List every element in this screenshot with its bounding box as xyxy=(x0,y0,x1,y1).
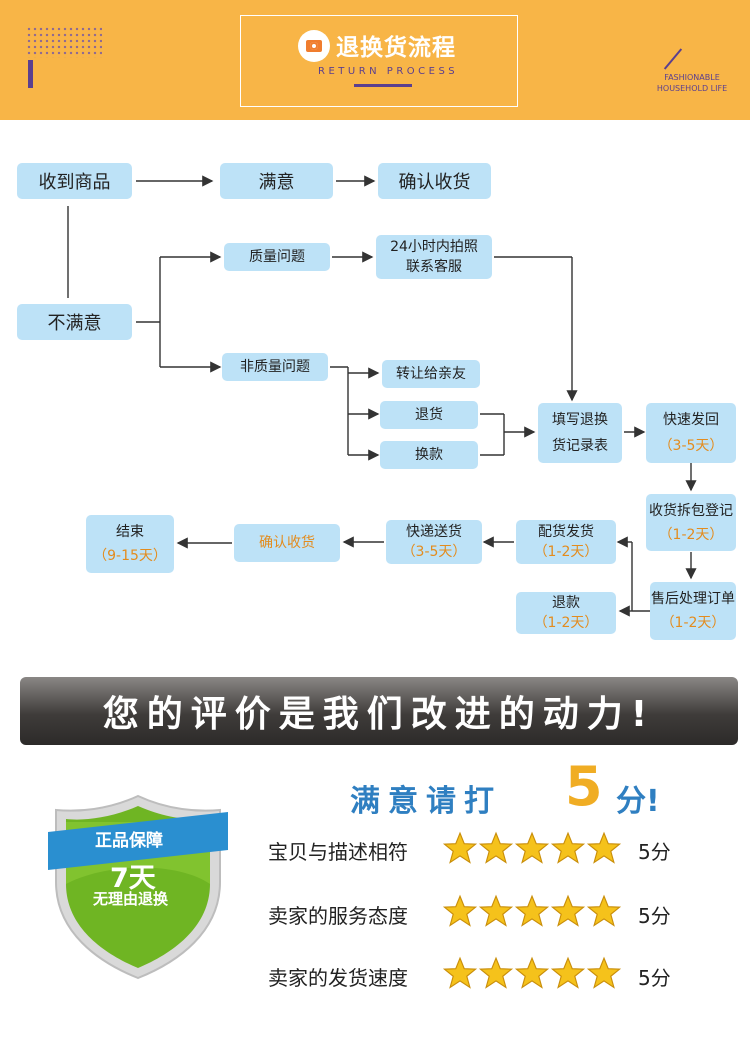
header-bar: 退换货流程 RETURN PROCESS FASHIONABLE HOUSEHO… xyxy=(0,0,750,120)
rating-stars-description xyxy=(442,831,622,865)
step-transfer: 转让给亲友 xyxy=(382,360,480,388)
accent-bar xyxy=(28,60,33,88)
step-exchange: 换款 xyxy=(380,441,478,469)
step-receive-register: 收货拆包登记 （1-2天） xyxy=(646,494,736,551)
rating-prompt-prefix: 满意请打 xyxy=(350,784,502,819)
star-icon xyxy=(586,831,622,864)
star-icon xyxy=(514,894,550,927)
end-line-1: 结束 xyxy=(116,524,144,540)
feedback-banner: 您的评价是我们改进的动力! xyxy=(20,677,738,745)
step-transfer-label: 转让给亲友 xyxy=(396,366,466,382)
receive-line-1: 收货拆包登记 xyxy=(649,502,733,519)
brand-line-2: HOUSEHOLD LIFE xyxy=(656,84,728,93)
shield-line-2: 7天 xyxy=(110,863,156,894)
receive-line-2: （1-2天） xyxy=(658,526,724,543)
step-confirm-top-label: 确认收货 xyxy=(398,172,471,193)
contact-line-2: 联系客服 xyxy=(406,259,462,275)
rating-score-service: 5分 xyxy=(638,904,671,928)
step-satisfied-label: 满意 xyxy=(258,172,295,193)
star-icon xyxy=(550,894,586,927)
end-line-2: （9-15天） xyxy=(93,548,167,564)
star-icon xyxy=(478,894,514,927)
flow-connectors xyxy=(67,175,697,617)
page-subtitle: RETURN PROCESS xyxy=(318,66,459,77)
rating-label-description: 宝贝与描述相符 xyxy=(268,840,408,864)
step-received-label: 收到商品 xyxy=(38,172,111,193)
step-confirm-bottom: 确认收货 xyxy=(234,524,340,562)
dot-pattern xyxy=(26,26,102,58)
express-line-1: 快递送货 xyxy=(406,524,462,540)
step-contact-service: 24小时内拍照 联系客服 xyxy=(376,235,492,279)
restock-line-2: （1-2天） xyxy=(533,544,599,560)
rating-label-shipping: 卖家的发货速度 xyxy=(268,966,408,990)
refund-line-1: 退款 xyxy=(552,595,580,611)
page-title: 退换货流程 xyxy=(336,35,456,61)
step-non-quality-issue: 非质量问题 xyxy=(222,353,328,381)
step-non-quality-issue-label: 非质量问题 xyxy=(240,359,310,375)
title-frame xyxy=(240,15,518,107)
star-icon xyxy=(586,894,622,927)
rating-label-service: 卖家的服务态度 xyxy=(268,904,408,928)
rating-score-description: 5分 xyxy=(638,840,671,864)
star-icon xyxy=(478,831,514,864)
express-line-2: （3-5天） xyxy=(401,544,467,560)
contact-line-1: 24小时内拍照 xyxy=(390,239,478,255)
step-aftersale: 售后处理订单 （1-2天） xyxy=(650,582,736,640)
step-express: 快递送货 （3-5天） xyxy=(386,520,482,564)
star-icon xyxy=(442,831,478,864)
step-end: 结束 （9-15天） xyxy=(86,515,174,573)
star-icon xyxy=(550,831,586,864)
shield-line-3: 无理由退换 xyxy=(93,890,169,908)
step-ship-back: 快速发回 （3-5天） xyxy=(646,403,736,463)
star-icon xyxy=(550,956,586,989)
star-icon xyxy=(514,956,550,989)
brand-tagline: FASHIONABLE HOUSEHOLD LIFE xyxy=(652,72,732,94)
star-icon xyxy=(586,956,622,989)
step-return-label: 退货 xyxy=(415,407,443,423)
brand-line-1: FASHIONABLE xyxy=(664,73,720,82)
title-underline xyxy=(354,84,412,87)
ship-line-2: （3-5天） xyxy=(658,438,724,454)
aftersale-line-2: （1-2天） xyxy=(660,615,726,631)
step-unsatisfied: 不满意 xyxy=(17,304,132,340)
rating-stars-service xyxy=(442,894,622,928)
step-exchange-label: 换款 xyxy=(415,447,443,463)
ship-line-1: 快速发回 xyxy=(663,412,719,428)
step-received: 收到商品 xyxy=(17,163,132,199)
star-icon xyxy=(514,831,550,864)
fill-line-2: 货记录表 xyxy=(552,438,608,454)
step-refund: 退款 （1-2天） xyxy=(516,592,616,634)
shield-icon xyxy=(48,794,228,980)
star-icon xyxy=(478,956,514,989)
star-icon xyxy=(442,894,478,927)
step-satisfied: 满意 xyxy=(220,163,333,199)
step-fill-form: 填写退换 货记录表 xyxy=(538,403,622,463)
rating-score-shipping: 5分 xyxy=(638,966,671,990)
rating-prompt-suffix: 分! xyxy=(616,784,660,819)
step-unsatisfied-label: 不满意 xyxy=(47,313,102,334)
step-quality-issue-label: 质量问题 xyxy=(249,249,305,265)
rating-prompt-number: 5 xyxy=(565,755,603,818)
restock-line-1: 配货发货 xyxy=(538,524,594,540)
step-restock: 配货发货 （1-2天） xyxy=(516,520,616,564)
step-confirm-bottom-label: 确认收货 xyxy=(259,535,315,551)
camera-icon xyxy=(298,30,330,62)
fill-line-1: 填写退换 xyxy=(552,412,608,428)
feedback-banner-text: 您的评价是我们改进的动力! xyxy=(102,694,656,735)
star-icon xyxy=(442,956,478,989)
refund-line-2: （1-2天） xyxy=(533,615,599,631)
shield-line-1: 正品保障 xyxy=(95,831,163,851)
rating-stars-shipping xyxy=(442,956,622,990)
step-quality-issue: 质量问题 xyxy=(224,243,330,271)
aftersale-line-1: 售后处理订单 xyxy=(651,591,735,607)
step-return: 退货 xyxy=(380,401,478,429)
step-confirm-top: 确认收货 xyxy=(378,163,491,199)
